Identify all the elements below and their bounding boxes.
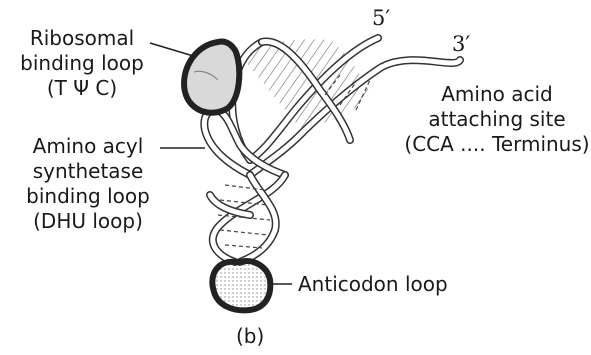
ribosomal-binding-loop-label: Ribosomal binding loop (T Ψ C) bbox=[12, 26, 152, 101]
amino-acid-line-2: attaching site bbox=[402, 107, 591, 132]
amino-acyl-line-3: binding loop bbox=[18, 184, 158, 209]
five-prime-end-label: 5′ bbox=[372, 6, 390, 31]
t-psi-c-loop bbox=[184, 41, 239, 112]
ribosomal-line-2: binding loop bbox=[12, 51, 152, 76]
amino-acyl-line-1: Amino acyl bbox=[18, 134, 158, 159]
anticodon-loop-shape bbox=[212, 261, 270, 310]
ribosomal-line-3: (T Ψ C) bbox=[12, 76, 152, 101]
anticodon-loop-label: Anticodon loop bbox=[298, 272, 448, 297]
ribosomal-line-1: Ribosomal bbox=[12, 26, 152, 51]
amino-acyl-synthetase-label: Amino acyl synthetase binding loop (DHU … bbox=[18, 134, 158, 234]
amino-acid-attaching-site-label: Amino acid attaching site (CCA .... Term… bbox=[402, 82, 591, 157]
amino-acid-line-3: (CCA .... Terminus) bbox=[402, 132, 591, 157]
panel-label: (b) bbox=[236, 324, 264, 349]
amino-acyl-line-2: synthetase bbox=[18, 159, 158, 184]
amino-acyl-line-4: (DHU loop) bbox=[18, 209, 158, 234]
amino-acid-line-1: Amino acid bbox=[402, 82, 591, 107]
three-prime-end-label: 3′ bbox=[452, 32, 470, 57]
